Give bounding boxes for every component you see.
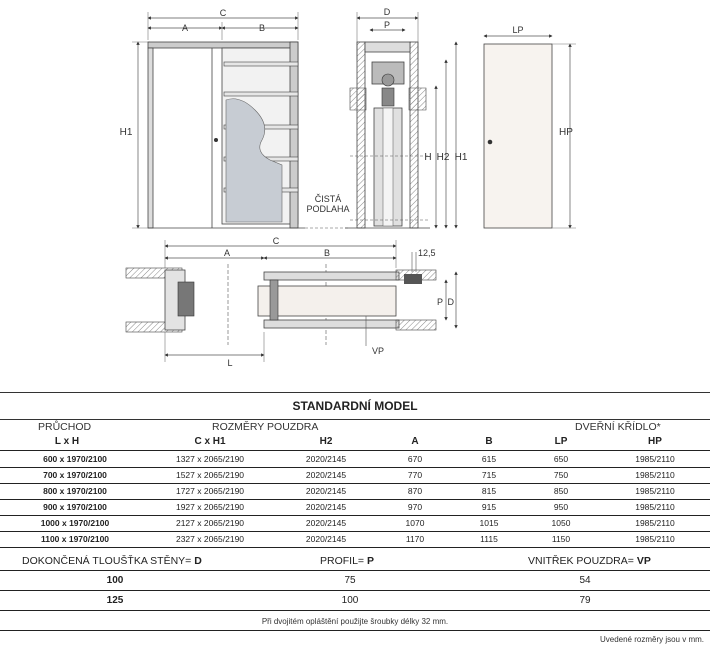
passage-value: 800 x 1970/2100 (43, 486, 107, 496)
plan-dim-b-label: B (324, 248, 330, 258)
plan-view: C A B 12,5 P D L VP (125, 236, 458, 368)
leaf-dim-lp-label: LP (512, 25, 523, 35)
plan-dim-a-label: A (224, 248, 230, 258)
table2-row: 125 100 79 (0, 591, 710, 611)
dim-c-label: C (220, 8, 227, 18)
units-note: Uvedené rozměry jsou v mm. (599, 635, 704, 644)
col-header-h2: H2 (319, 436, 333, 447)
section-dim-p-label: P (384, 20, 390, 30)
pocket-dims-value: 1527 x 2065/2190 (175, 470, 245, 480)
pocket-dims-value: 2127 x 2065/2190 (175, 518, 245, 528)
technical-drawings: C A B H1 ČISTÁ PODLAHA D P (120, 7, 576, 368)
header-pocket-dims: ROZMĚRY POUZDRA (212, 421, 319, 433)
table-row: 700 x 1970/2100 1527 x 2065/2190 2020/2145… (0, 467, 710, 484)
a-value: 1070 (405, 518, 425, 528)
pocket-dims-value: 1927 x 2065/2190 (175, 502, 245, 512)
b-value: 615 (481, 454, 497, 464)
lp-value: 1050 (551, 518, 571, 528)
col-header-a: A (411, 436, 419, 447)
plan-dim-p-label: P (437, 297, 443, 307)
plan-dim-l-label: L (227, 358, 232, 368)
pocket-dims-value: 1327 x 2065/2190 (175, 454, 245, 464)
table-row: 1000 x 1970/2100 2127 x 2065/2190 2020/214… (0, 515, 710, 532)
wall-thickness-value: 125 (106, 595, 124, 606)
lp-value: 850 (553, 486, 569, 496)
table2-row: 100 75 54 (0, 571, 710, 591)
vertical-section: D P H H2 H1 (345, 7, 468, 229)
lp-value: 750 (553, 470, 569, 480)
clear-floor-label-1: ČISTÁ (315, 194, 342, 204)
table-title: STANDARDNÍ MODEL (0, 392, 710, 420)
hp-value: 1985/2110 (635, 470, 675, 480)
pocket-inside-value: 79 (579, 595, 591, 606)
hp-value: 1985/2110 (635, 502, 675, 512)
section-dim-h-label: H (424, 152, 431, 163)
table-row: 1100 x 1970/2100 2327 x 2065/2190 2020/214… (0, 531, 710, 548)
h2-value: 2020/2145 (305, 486, 347, 496)
screws-note: Při dvojitém opláštění použijte šroubky … (261, 617, 449, 626)
col-header-lxh: L x H (54, 436, 80, 447)
col-header-lp: LP (554, 436, 568, 447)
col-header-hp: HP (648, 436, 662, 447)
section-dim-d-label: D (384, 7, 391, 17)
header-door-leaf: DVEŘNÍ KŘÍDLO* (575, 421, 661, 433)
b-value: 915 (481, 502, 497, 512)
profile-value: 75 (344, 575, 356, 586)
pocket-dims-value: 2327 x 2065/2190 (175, 534, 245, 544)
col-header-cxh1: C x H1 (194, 436, 226, 447)
table-row: 900 x 1970/2100 1927 x 2065/2190 2020/2145… (0, 499, 710, 516)
header-profile: PROFIL= P (320, 555, 374, 567)
plan-dim-12-5-label: 12,5 (418, 248, 436, 258)
header-passage: PRŮCHOD (38, 421, 92, 433)
passage-value: 600 x 1970/2100 (43, 454, 107, 464)
hp-value: 1985/2110 (635, 518, 675, 528)
dim-b-label: B (259, 23, 265, 33)
a-value: 670 (407, 454, 423, 464)
h2-value: 2020/2145 (305, 502, 347, 512)
pocket-inside-value: 54 (579, 575, 591, 586)
plan-dim-vp-label: VP (372, 346, 384, 356)
table-row: 800 x 1970/2100 1727 x 2065/2190 2020/2145… (0, 483, 710, 500)
a-value: 970 (407, 502, 423, 512)
profile-value: 100 (341, 595, 359, 606)
hp-value: 1985/2110 (635, 454, 675, 464)
plan-dim-d-label: D (448, 297, 455, 307)
header-wall-thickness: DOKONČENÁ TLOUŠŤKA STĚNY= D (22, 555, 202, 567)
clear-floor-label-2: PODLAHA (306, 204, 349, 214)
leaf-dim-hp-label: HP (559, 127, 573, 138)
h2-value: 2020/2145 (305, 454, 347, 464)
b-value: 1015 (479, 518, 499, 528)
b-value: 715 (481, 470, 497, 480)
a-value: 1170 (405, 534, 425, 544)
passage-value: 900 x 1970/2100 (43, 502, 107, 512)
section-dim-h2-label: H2 (437, 152, 450, 163)
pocket-dims-value: 1727 x 2065/2190 (175, 486, 245, 496)
lp-value: 650 (553, 454, 569, 464)
lp-value: 950 (553, 502, 569, 512)
hp-value: 1985/2110 (635, 534, 675, 544)
plan-dim-c-label: C (273, 236, 280, 246)
passage-value: 700 x 1970/2100 (43, 470, 107, 480)
front-elevation: C A B H1 ČISTÁ PODLAHA (120, 8, 350, 229)
passage-value: 1100 x 1970/2100 (40, 534, 110, 544)
b-value: 1115 (480, 534, 498, 544)
a-value: 870 (407, 486, 423, 496)
col-header-b: B (485, 436, 493, 447)
dim-a-label: A (182, 23, 188, 33)
dim-h1-label: H1 (120, 127, 133, 138)
wall-thickness-value: 100 (106, 575, 124, 586)
a-value: 770 (407, 470, 423, 480)
h2-value: 2020/2145 (305, 534, 347, 544)
passage-value: 1000 x 1970/2100 (40, 518, 110, 528)
section-dim-h1-label: H1 (455, 152, 468, 163)
door-leaf-elevation: LP HP (483, 25, 576, 229)
b-value: 815 (481, 486, 497, 496)
hp-value: 1985/2110 (635, 486, 675, 496)
table-row: 600 x 1970/2100 1327 x 2065/2190 2020/2145… (0, 451, 710, 468)
lp-value: 1150 (551, 534, 571, 544)
h2-value: 2020/2145 (305, 518, 347, 528)
header-pocket-inside: VNITŘEK POUZDRA= VP (528, 555, 651, 567)
h2-value: 2020/2145 (305, 470, 347, 480)
